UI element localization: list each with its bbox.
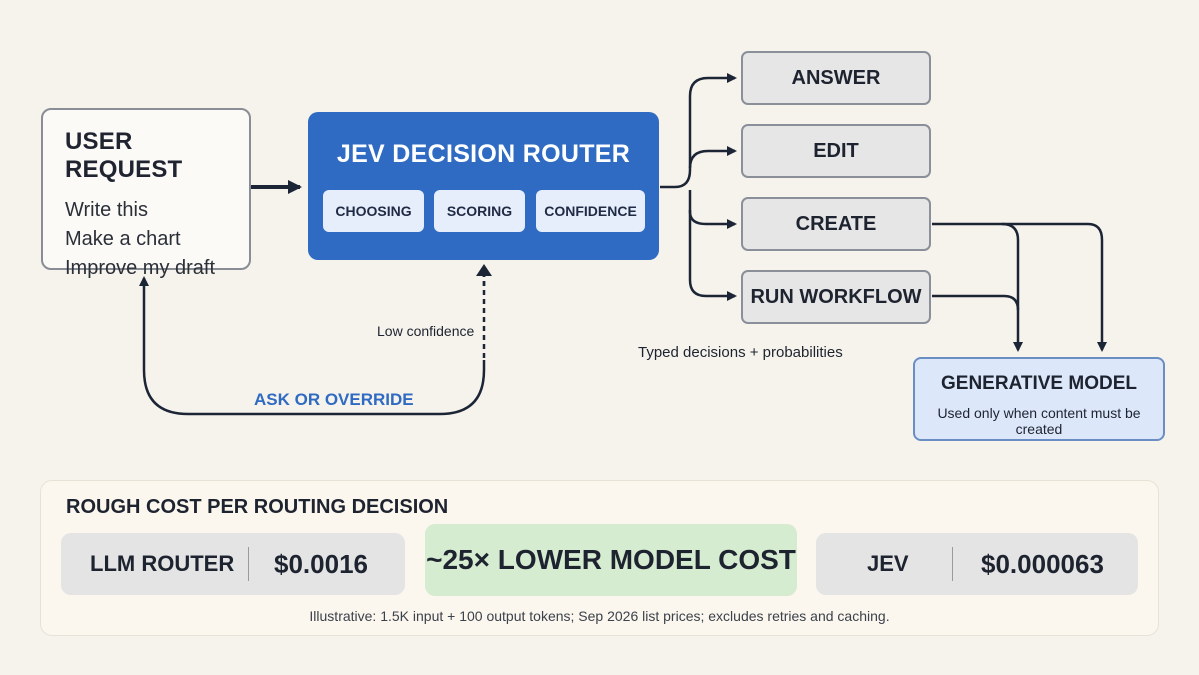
router-up-arrowhead: [476, 264, 492, 276]
create-to-model-arrow-2: [1001, 222, 1023, 352]
low-confidence-label: Low confidence: [377, 323, 475, 339]
cost-heading: ROUGH COST PER ROUTING DECISION: [66, 496, 449, 518]
savings-badge: ~25× LOWER MODEL COST: [425, 524, 797, 596]
user-request-box: USER REQUEST Write this Make a chart Imp…: [41, 108, 251, 279]
option-create: CREATE: [741, 197, 931, 251]
user-request-title: USER REQUEST: [65, 128, 183, 183]
llm-router-cost-pill: LLM ROUTER $0.0016: [61, 533, 405, 595]
jev-cost-pill: JEV $0.000063: [816, 533, 1138, 595]
jev-label: JEV: [867, 551, 909, 576]
pill-divider: [952, 547, 953, 581]
ask-or-override-label: ASK OR OVERRIDE: [254, 390, 414, 409]
workflow-to-model-line: [932, 294, 1020, 311]
router-to-edit-arrow: [688, 146, 737, 169]
router-to-create-arrow: [688, 190, 737, 229]
generative-model-subtitle: Used only when content must be created: [937, 405, 1141, 437]
option-run-workflow: RUN WORKFLOW: [741, 270, 931, 324]
router-title: JEV DECISION ROUTER: [336, 140, 631, 168]
llm-router-label: LLM ROUTER: [90, 551, 235, 576]
user-request-line: Write this: [65, 199, 148, 221]
chip-confidence: CONFIDENCE: [536, 190, 645, 232]
pill-divider: [248, 547, 249, 581]
create-to-model-arrow: [932, 222, 1107, 352]
typed-decisions-note: Typed decisions + probabilities: [638, 344, 843, 361]
cost-footnote: Illustrative: 1.5K input + 100 output to…: [309, 608, 890, 624]
chip-scoring: SCORING: [434, 190, 525, 232]
low-confidence-dash: [482, 272, 486, 362]
chip-choosing: CHOOSING: [323, 190, 424, 232]
option-answer: ANSWER: [741, 51, 931, 105]
generative-model-title: GENERATIVE MODEL: [941, 373, 1137, 394]
dash-mask: [478, 286, 490, 360]
decision-router-box: JEV DECISION ROUTER CHOOSING SCORING CON…: [308, 112, 659, 260]
router-to-workflow-arrow: [688, 210, 737, 301]
user-request-line: Make a chart: [65, 228, 181, 250]
llm-router-cost-value: $0.0016: [274, 549, 368, 579]
option-edit: EDIT: [741, 124, 931, 178]
router-to-answer-arrow: [660, 73, 737, 189]
jev-cost-value: $0.000063: [981, 549, 1104, 579]
user-request-line: Improve my draft: [65, 257, 216, 279]
generative-model-box: GENERATIVE MODEL Used only when content …: [913, 357, 1165, 441]
feedback-loop-arrow: [139, 276, 486, 416]
